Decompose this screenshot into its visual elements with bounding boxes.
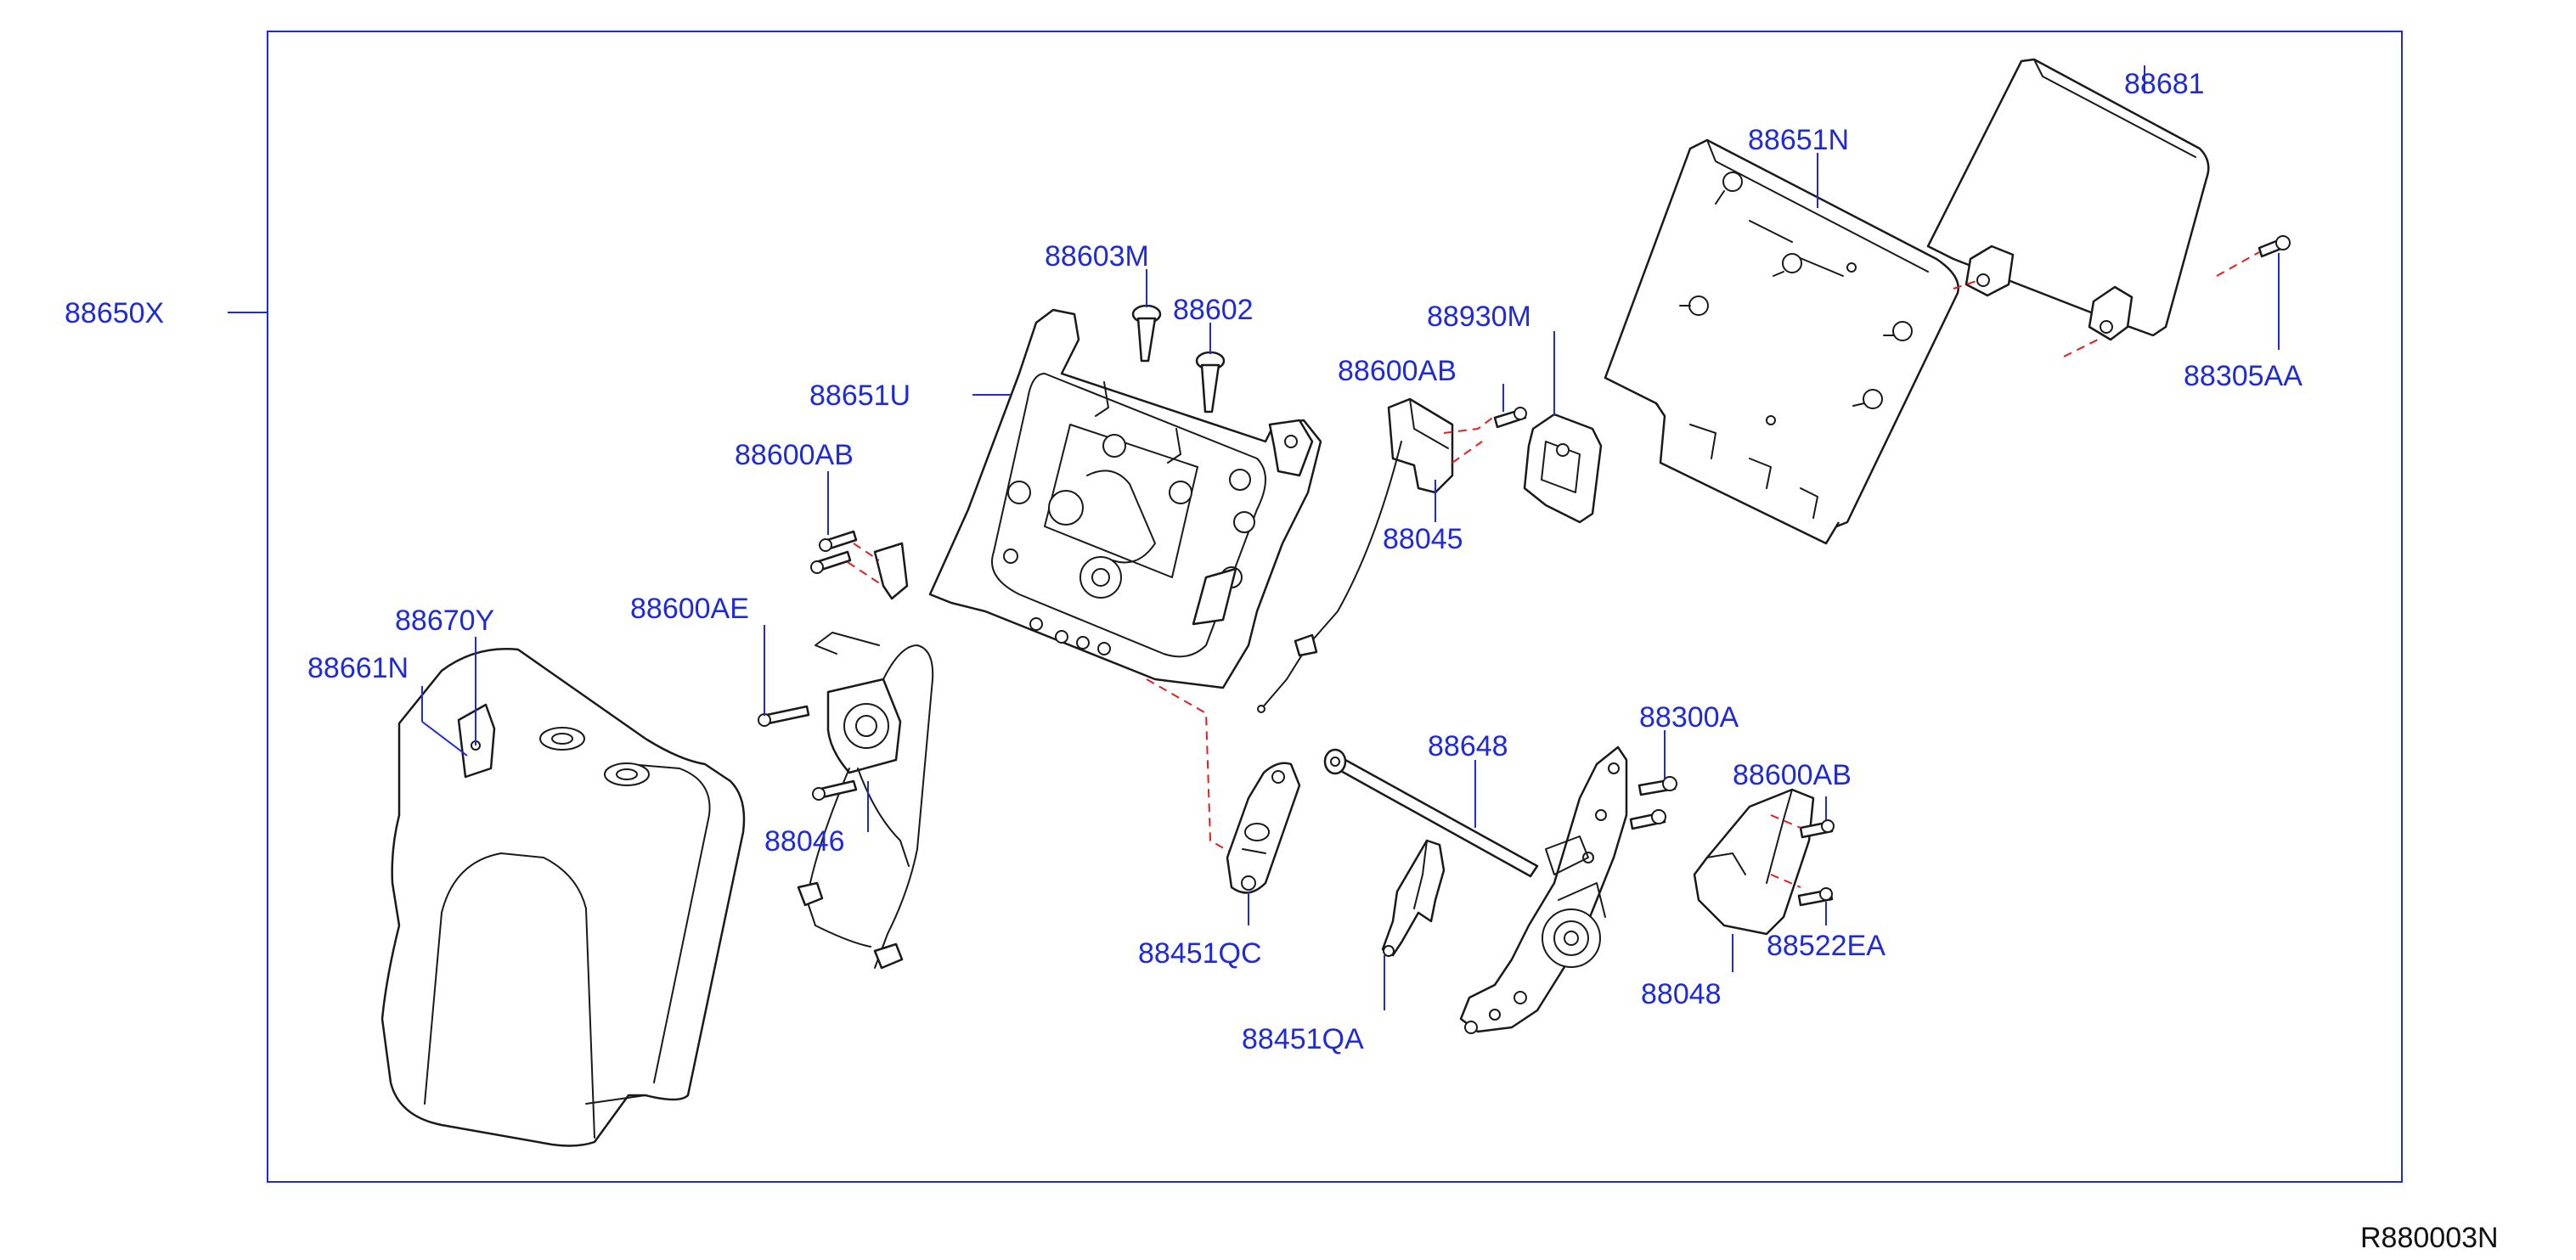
label-88670Y[interactable]: 88670Y	[395, 605, 494, 637]
lock-cover	[1523, 413, 1603, 524]
label-88661N[interactable]: 88661N	[307, 652, 409, 684]
rod	[1323, 748, 1539, 878]
back-board	[1604, 138, 1959, 545]
frame-bolt-88602	[1195, 351, 1226, 413]
label-88600AE[interactable]: 88600AE	[630, 593, 749, 625]
label-88681[interactable]: 88681	[2124, 68, 2205, 100]
label-88300A[interactable]: 88300A	[1639, 701, 1739, 734]
label-88451QA[interactable]: 88451QA	[1242, 1023, 1364, 1055]
label-88045[interactable]: 88045	[1383, 523, 1463, 555]
label-88600AB-cover[interactable]: 88600AB	[1733, 759, 1852, 791]
label-88930M[interactable]: 88930M	[1427, 301, 1531, 333]
hinge-mechanism	[1459, 745, 1628, 1034]
label-88451QC[interactable]: 88451QC	[1138, 937, 1262, 970]
seat-back-pad	[380, 648, 746, 1147]
label-88600AB-left[interactable]: 88600AB	[735, 439, 854, 471]
seat-back-frame	[928, 308, 1322, 689]
label-88046[interactable]: 88046	[764, 825, 845, 858]
lever-large	[1381, 839, 1446, 957]
label-88603M[interactable]: 88603M	[1045, 240, 1149, 273]
diagram-frame	[267, 31, 2403, 1183]
label-88602[interactable]: 88602	[1173, 294, 1254, 326]
label-88522EA[interactable]: 88522EA	[1767, 930, 1885, 962]
label-88600AB-striker[interactable]: 88600AB	[1338, 355, 1457, 387]
label-88305AA[interactable]: 88305AA	[2184, 360, 2303, 392]
back-panel	[1926, 58, 2210, 341]
frame-bolt-88603M	[1131, 304, 1162, 363]
label-88648[interactable]: 88648	[1428, 730, 1508, 762]
label-assembly[interactable]: 88650X	[65, 297, 164, 329]
diagram-ref: R880003N	[2360, 1222, 2499, 1254]
hinge-cover	[1693, 788, 1815, 936]
label-88048[interactable]: 88048	[1641, 978, 1722, 1010]
label-88651U[interactable]: 88651U	[809, 380, 910, 412]
actuator	[797, 632, 934, 970]
label-88651N[interactable]: 88651N	[1748, 124, 1849, 156]
lever-small	[1226, 762, 1301, 894]
